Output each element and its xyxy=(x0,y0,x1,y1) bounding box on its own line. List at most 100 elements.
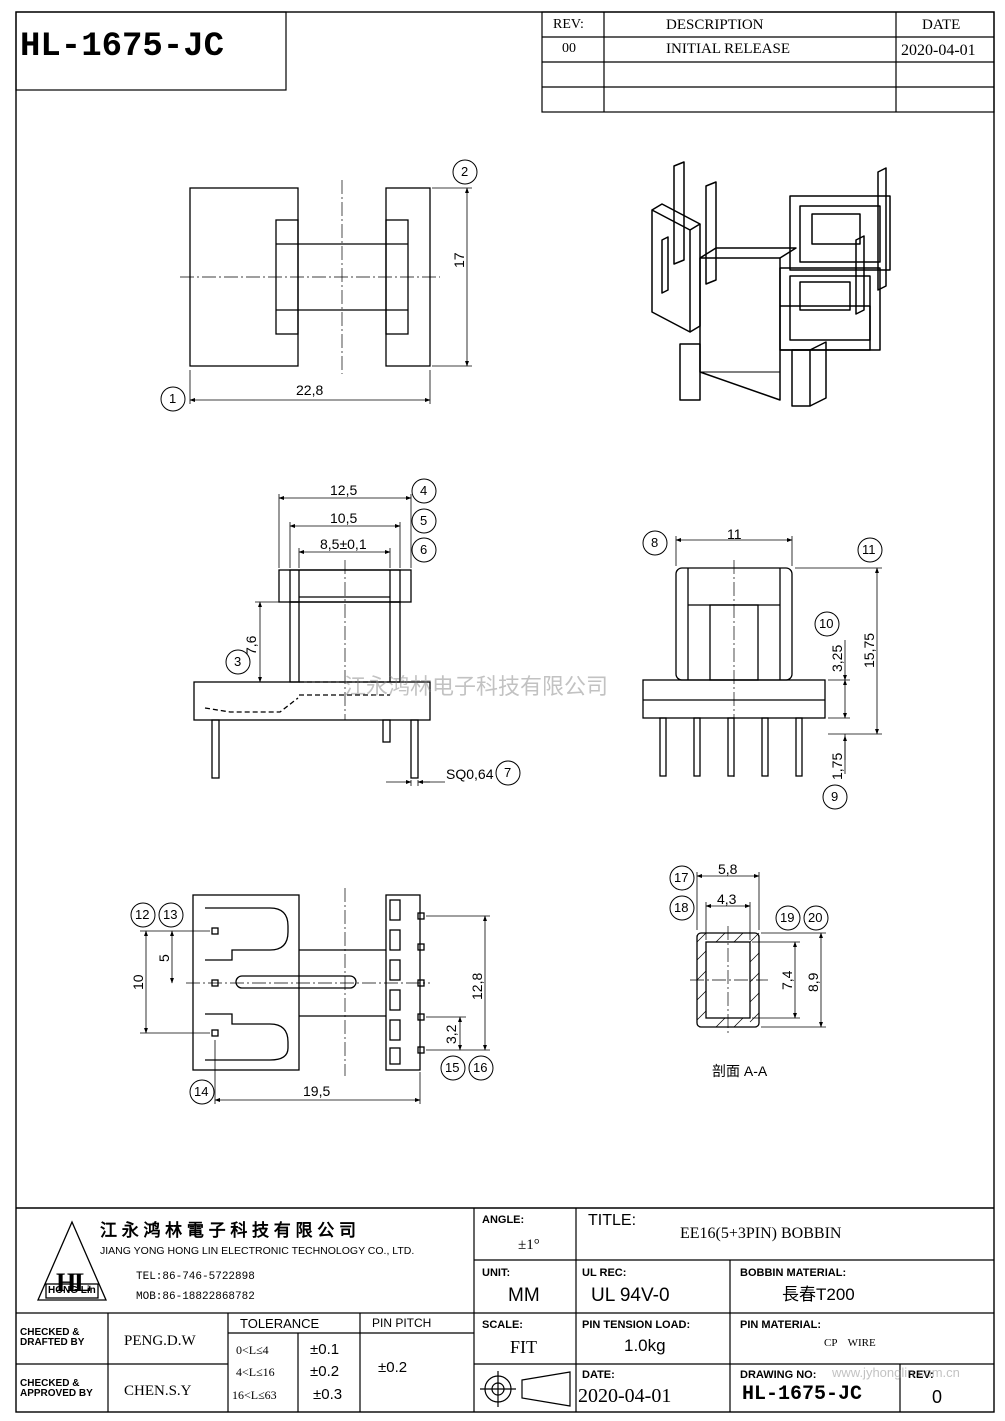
balloon-17: 17 xyxy=(674,870,689,885)
company-name-en: JIANG YONG HONG LIN ELECTRONIC TECHNOLOG… xyxy=(100,1245,415,1257)
balloon-19: 19 xyxy=(780,910,795,925)
ul-rec-value: UL 94V-0 xyxy=(591,1285,670,1306)
unit-value: MM xyxy=(508,1285,540,1306)
date-label: DATE: xyxy=(582,1369,615,1381)
title-label: TITLE: xyxy=(588,1212,637,1229)
balloon-16: 16 xyxy=(473,1060,488,1075)
checked-approved-label: CHECKED & APPROVED BY xyxy=(20,1378,93,1399)
balloon-2: 2 xyxy=(461,164,469,179)
dim-section-89: 8,9 xyxy=(805,972,821,992)
pin-pitch-label: PIN PITCH xyxy=(372,1316,432,1330)
dim-bottom-10: 10 xyxy=(130,974,146,990)
angle-label: ANGLE: xyxy=(482,1214,525,1226)
dim-top-width: 22,8 xyxy=(296,382,324,398)
balloon-1: 1 xyxy=(169,391,177,406)
balloon-20: 20 xyxy=(808,910,823,925)
drawing-no-value: HL-1675-JC xyxy=(742,1383,863,1406)
dim-front-width: 11 xyxy=(727,526,742,542)
checked-drafted-value: PENG.D.W xyxy=(124,1333,196,1349)
drawing-no-label: DRAWING NO: xyxy=(740,1369,817,1381)
date-header: DATE xyxy=(922,17,961,33)
balloon-5: 5 xyxy=(420,513,428,528)
balloon-14: 14 xyxy=(194,1084,209,1099)
dim-section-58: 5,8 xyxy=(718,861,738,877)
dim-front-total: 15,75 xyxy=(861,632,877,668)
company-tel: TEL:86-746-5722898 xyxy=(136,1271,255,1283)
tolerance-value-2: ±0.2 xyxy=(310,1363,340,1380)
pin-pitch-value: ±0.2 xyxy=(378,1359,408,1376)
front-view xyxy=(642,536,882,780)
tolerance-value-1: ±0.1 xyxy=(310,1341,340,1358)
pin-tension-value: 1.0kg xyxy=(624,1336,666,1355)
tolerance-label: TOLERANCE xyxy=(240,1316,320,1331)
sheet-frame xyxy=(15,11,995,1413)
checked-drafted-label: CHECKED & DRAFTED BY xyxy=(20,1327,85,1348)
website-watermark: www.jyhonglin.com.cn xyxy=(832,1365,960,1380)
rev-row-rev: 00 xyxy=(562,41,576,56)
bobbin-material-value: 長春T200 xyxy=(782,1285,855,1304)
company-logo xyxy=(37,1220,107,1301)
bottom-view xyxy=(140,888,490,1104)
scale-value: FIT xyxy=(510,1337,537,1357)
section-view xyxy=(690,872,826,1034)
tolerance-range-2: 4<L≤16 xyxy=(236,1365,275,1379)
iso-view xyxy=(651,161,891,407)
balloon-9: 9 xyxy=(831,789,839,804)
rev-row-description: INITIAL RELEASE xyxy=(666,41,790,57)
balloon-15: 15 xyxy=(445,1060,460,1075)
balloon-4: 4 xyxy=(420,483,428,498)
rev-header: REV: xyxy=(553,17,584,32)
side-view xyxy=(193,494,445,786)
dim-side-inner: 8,5±0,1 xyxy=(320,536,367,552)
dim-front-mid: 3,25 xyxy=(829,644,845,672)
pin-material-value: CP WIRE xyxy=(824,1337,876,1349)
dim-side-outer: 12,5 xyxy=(330,482,358,498)
balloon-circles xyxy=(130,159,883,1105)
balloon-13: 13 xyxy=(163,907,178,922)
balloon-10: 10 xyxy=(819,616,834,631)
dim-side-mid: 10,5 xyxy=(330,510,358,526)
balloon-7: 7 xyxy=(504,765,512,780)
pin-tension-label: PIN TENSION LOAD: xyxy=(582,1319,691,1331)
balloon-18: 18 xyxy=(674,900,689,915)
rev-row-date: 2020-04-01 xyxy=(901,42,976,59)
tolerance-value-3: ±0.3 xyxy=(313,1386,343,1403)
title-value: EE16(5+3PIN) BOBBIN xyxy=(680,1225,842,1242)
code-box xyxy=(15,11,287,91)
unit-label: UNIT: xyxy=(482,1267,511,1279)
drawing-code: HL-1675-JC xyxy=(20,28,225,66)
dim-front-pin: 1,75 xyxy=(829,752,845,780)
ul-rec-label: UL REC: xyxy=(582,1267,627,1279)
company-mob: MOB:86-18822868782 xyxy=(136,1291,255,1303)
top-view xyxy=(180,180,472,404)
logo-subtext: HONG Lin xyxy=(48,1285,96,1296)
balloon-6: 6 xyxy=(420,542,428,557)
date-value: 2020-04-01 xyxy=(578,1385,672,1407)
section-caption: 剖面 A-A xyxy=(712,1063,768,1079)
dim-bottom-195: 19,5 xyxy=(303,1083,331,1099)
dim-bottom-5: 5 xyxy=(156,954,172,962)
logo-text: HL xyxy=(56,1268,92,1297)
projection-symbol-icon xyxy=(480,1371,571,1407)
tolerance-range-3: 16<L≤63 xyxy=(232,1388,277,1402)
bobbin-material-label: BOBBIN MATERIAL: xyxy=(740,1267,847,1279)
company-name-cn: 江 永 鸿 林 電 子 科 技 有 限 公 司 xyxy=(100,1221,356,1240)
dim-bottom-128: 12,8 xyxy=(469,972,485,1000)
pin-size-label: SQ0,64 xyxy=(446,766,494,782)
balloon-12: 12 xyxy=(135,907,150,922)
checked-approved-value: CHEN.S.Y xyxy=(124,1383,192,1399)
dim-section-74: 7,4 xyxy=(779,970,795,990)
title-block-grid xyxy=(16,1207,994,1412)
rev-label: REV: xyxy=(908,1369,934,1381)
rev-value: 0 xyxy=(932,1387,943,1407)
balloon-11: 11 xyxy=(862,542,876,557)
description-header: DESCRIPTION xyxy=(666,17,764,33)
dim-top-height: 17 xyxy=(451,252,467,268)
scale-label: SCALE: xyxy=(482,1319,523,1331)
balloon-3: 3 xyxy=(234,654,242,669)
tolerance-range-1: 0<L≤4 xyxy=(236,1343,269,1357)
dim-bottom-32: 3,2 xyxy=(443,1024,459,1044)
rev-table-grid xyxy=(541,11,995,113)
